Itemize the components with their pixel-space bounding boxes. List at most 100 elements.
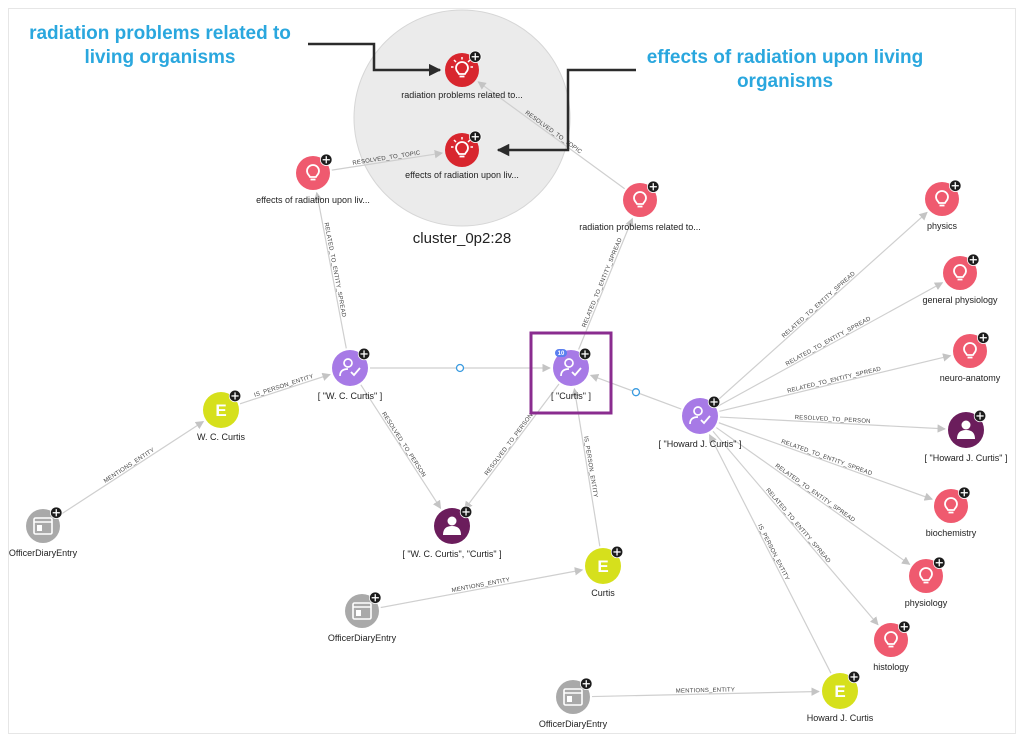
callout-left-text: radiation problems related to living org… <box>29 23 291 68</box>
expand-icon[interactable] <box>610 545 624 559</box>
expand-icon[interactable] <box>967 253 980 266</box>
edge-wc_re-person_wc[interactable] <box>360 384 442 510</box>
expand-icon[interactable] <box>357 347 371 361</box>
expand-icon[interactable] <box>958 486 971 499</box>
expand-icon[interactable] <box>228 389 242 403</box>
edge-label: MENTIONS_ENTITY <box>103 447 156 484</box>
lightbulb-icon <box>963 342 977 359</box>
callout-arrow-left <box>308 42 442 77</box>
node-c_topic1[interactable]: radiation problems related to... <box>401 50 523 100</box>
node-circle[interactable] <box>553 350 589 386</box>
node-person_hjc[interactable]: [ "Howard J. Curtis" ] <box>925 409 1008 463</box>
edge-curtis_re-topic_rad[interactable] <box>578 217 634 350</box>
node-physio[interactable]: physiology <box>905 556 948 608</box>
expand-icon[interactable] <box>977 331 990 344</box>
edge-hjc_re-physics[interactable] <box>714 211 928 404</box>
expand-icon[interactable] <box>847 670 861 684</box>
node-doc1[interactable]: OfficerDiaryEntry <box>9 506 78 558</box>
node-label: [ "W. C. Curtis" ] <box>318 391 382 401</box>
node-neuro[interactable]: neuro-anatomy <box>940 331 1001 383</box>
expand-icon[interactable] <box>369 591 382 604</box>
edge-midpoint-handle[interactable] <box>455 363 465 373</box>
edge-doc2-curtis_e[interactable] <box>380 567 584 609</box>
node-genphys[interactable]: general physiology <box>922 253 998 305</box>
node-label: effects of radiation upon liv... <box>405 170 519 180</box>
node-circle[interactable] <box>296 156 330 190</box>
edge-hjc_re-genphys[interactable] <box>717 282 944 407</box>
edge-topic_eff-c_topic2[interactable] <box>331 150 444 171</box>
svg-text:E: E <box>834 682 845 701</box>
lightbulb-icon <box>451 57 473 78</box>
person-icon <box>957 420 975 439</box>
expand-icon[interactable] <box>580 677 593 690</box>
node-circle[interactable] <box>623 183 657 217</box>
node-doc3[interactable]: OfficerDiaryEntry <box>539 677 608 729</box>
node-doc2[interactable]: OfficerDiaryEntry <box>328 591 397 643</box>
expand-icon[interactable] <box>459 505 473 519</box>
node-circle[interactable] <box>874 623 908 657</box>
node-circle[interactable] <box>925 182 959 216</box>
node-person_wc[interactable]: [ "W. C. Curtis", "Curtis" ] <box>402 505 502 559</box>
node-circle[interactable] <box>909 559 943 593</box>
expand-icon[interactable] <box>707 395 721 409</box>
expand-icon[interactable] <box>933 556 946 569</box>
node-c_topic2[interactable]: effects of radiation upon liv... <box>405 130 519 180</box>
node-circle[interactable] <box>682 398 718 434</box>
node-hjc_re[interactable]: [ "Howard J. Curtis" ] <box>659 395 742 449</box>
expand-icon[interactable] <box>469 130 482 143</box>
expand-icon[interactable] <box>647 180 660 193</box>
document-icon <box>33 517 53 535</box>
expand-icon[interactable] <box>898 620 911 633</box>
edge-wc_e-wc_re[interactable] <box>239 372 331 405</box>
graph-canvas-frame <box>8 8 1016 734</box>
expand-icon[interactable] <box>949 179 962 192</box>
node-physics[interactable]: physics <box>925 179 962 231</box>
node-circle[interactable] <box>332 350 368 386</box>
expand-icon[interactable] <box>469 50 482 63</box>
edge-hjc_re-biochem[interactable] <box>718 422 933 501</box>
node-circle[interactable] <box>203 392 239 428</box>
svg-text:E: E <box>597 557 608 576</box>
edge-doc1-wc_e[interactable] <box>58 420 205 517</box>
node-biochem[interactable]: biochemistry <box>926 486 977 538</box>
node-histo[interactable]: histology <box>873 620 911 672</box>
edge-label: RESOLVED_TO_PERSON <box>795 415 871 425</box>
node-circle[interactable] <box>943 256 977 290</box>
node-circle[interactable] <box>822 673 858 709</box>
node-curtis_re[interactable]: 10[ "Curtis" ] <box>551 347 592 401</box>
node-circle[interactable] <box>953 334 987 368</box>
node-circle[interactable] <box>445 133 479 167</box>
edge-label: RELATED_TO_ENTITY_SPREAD <box>787 366 882 394</box>
edge-midpoint-handle[interactable] <box>631 388 641 397</box>
edge-hjc_re-person_hjc[interactable] <box>719 416 946 433</box>
edge-curtis_e-curtis_re[interactable] <box>571 387 601 547</box>
cluster-label: cluster_0p2:28 <box>413 230 511 247</box>
edge-curtis_re-person_wc[interactable] <box>464 383 560 510</box>
edge-hjc_re-physio[interactable] <box>715 427 911 565</box>
node-circle[interactable] <box>585 548 621 584</box>
edge-hjc_e-hjc_re[interactable] <box>708 433 832 674</box>
edge-hjc_re-neuro[interactable] <box>719 353 952 412</box>
expand-icon[interactable] <box>50 506 63 519</box>
expand-icon[interactable] <box>320 153 333 166</box>
node-wc_re[interactable]: [ "W. C. Curtis" ] <box>318 347 382 401</box>
expand-icon[interactable] <box>973 409 987 423</box>
node-topic_rad[interactable]: radiation problems related to... <box>579 180 701 232</box>
edge-wc_re-topic_eff[interactable] <box>314 191 347 349</box>
node-wc_e[interactable]: EW. C. Curtis <box>197 389 246 442</box>
expand-icon[interactable] <box>578 347 592 361</box>
node-topic_eff[interactable]: effects of radiation upon liv... <box>256 153 370 205</box>
edge-hjc_re-histo[interactable] <box>712 430 879 626</box>
node-label: radiation problems related to... <box>579 222 701 232</box>
node-label: W. C. Curtis <box>197 432 246 442</box>
cluster-bubble[interactable] <box>353 9 571 227</box>
node-circle[interactable] <box>445 53 479 87</box>
edge-topic_rad-c_topic1[interactable] <box>477 81 626 190</box>
node-label: radiation problems related to... <box>401 90 523 100</box>
node-circle[interactable] <box>934 489 968 523</box>
edge-doc3-hjc_e[interactable] <box>591 687 820 698</box>
document-icon <box>563 688 583 706</box>
